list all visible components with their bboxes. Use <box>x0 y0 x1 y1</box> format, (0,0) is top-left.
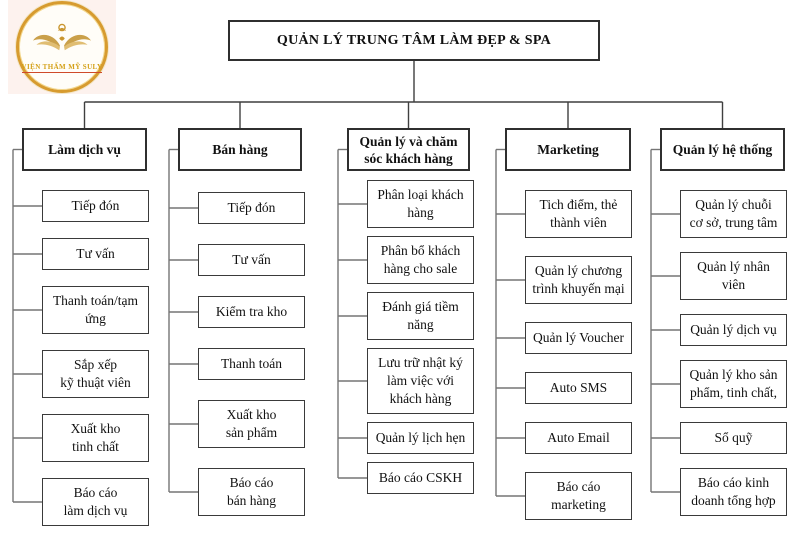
column-header: Marketing <box>505 128 631 171</box>
column-header-label: Quản lý và chăm sóc khách hàng <box>359 133 458 166</box>
child-box: Báo cáo bán hàng <box>198 468 305 516</box>
child-box: Auto Email <box>525 422 632 454</box>
child-box: Báo cáo làm dịch vụ <box>42 478 149 526</box>
child-label: Xuất kho sản phẩm <box>225 407 278 440</box>
child-label: Quản lý dịch vụ <box>690 322 777 337</box>
child-box: Auto SMS <box>525 372 632 404</box>
wings-crown-icon <box>33 23 91 50</box>
child-label: Auto SMS <box>549 380 608 395</box>
child-box: Quản lý Voucher <box>525 322 632 354</box>
child-box: Quản lý chuỗi cơ sở, trung tâm <box>680 190 787 238</box>
child-box: Lưu trữ nhật ký làm việc với khách hàng <box>367 348 474 414</box>
column-header: Làm dịch vụ <box>22 128 147 171</box>
column-header-label: Làm dịch vụ <box>48 142 121 157</box>
child-label: Quản lý lịch hẹn <box>375 430 466 445</box>
column-children: Tiếp đón Tư vấn Kiểm tra kho Thanh toán … <box>198 192 305 516</box>
column-header: Quản lý hệ thống <box>660 128 785 171</box>
column-header: Quản lý và chăm sóc khách hàng <box>347 128 470 171</box>
logo-circle: VIỆN THẨM MỸ SULY <box>16 1 108 93</box>
org-column: Quản lý và chăm sóc khách hàng Phân loại… <box>347 128 474 494</box>
org-column: Quản lý hệ thống Quản lý chuỗi cơ sở, tr… <box>660 128 787 516</box>
org-column: Bán hàng Tiếp đón Tư vấn Kiểm tra kho Th… <box>178 128 305 516</box>
column-children: Tich điểm, thẻ thành viên Quản lý chương… <box>525 190 632 520</box>
child-box: Báo cáo kinh doanh tổng hợp <box>680 468 787 516</box>
child-box: Quản lý nhân viên <box>680 252 787 300</box>
child-box: Quản lý lịch hẹn <box>367 422 474 454</box>
org-column: Làm dịch vụ Tiếp đón Tư vấn Thanh toán/t… <box>22 128 149 526</box>
child-label: Sổ quỹ <box>714 430 753 445</box>
child-label: Báo cáo làm dịch vụ <box>63 485 128 518</box>
child-label: Phân bổ khách hàng cho sale <box>380 243 461 276</box>
child-box: Tich điểm, thẻ thành viên <box>525 190 632 238</box>
child-label: Tư vấn <box>76 246 115 261</box>
child-label: Tiếp đón <box>227 200 276 215</box>
column-children: Tiếp đón Tư vấn Thanh toán/tạm ứng Sắp x… <box>42 190 149 526</box>
child-box: Báo cáo marketing <box>525 472 632 520</box>
child-box: Xuất kho sản phẩm <box>198 400 305 448</box>
child-label: Báo cáo kinh doanh tổng hợp <box>691 475 776 508</box>
child-label: Quản lý chương trình khuyến mại <box>532 263 625 296</box>
child-label: Báo cáo CSKH <box>378 470 463 485</box>
column-header-label: Marketing <box>537 142 599 157</box>
child-box: Tiếp đón <box>198 192 305 224</box>
logo-name: VIỆN THẨM MỸ SULY <box>21 62 103 73</box>
child-label: Sắp xếp kỹ thuật viên <box>60 357 131 390</box>
child-label: Tư vấn <box>232 252 271 267</box>
column-children: Phân loại khách hàng Phân bổ khách hàng … <box>367 180 474 494</box>
child-label: Tich điểm, thẻ thành viên <box>539 197 618 230</box>
child-box: Sổ quỹ <box>680 422 787 454</box>
child-box: Quản lý chương trình khuyến mại <box>525 256 632 304</box>
child-label: Tiếp đón <box>71 198 120 213</box>
child-label: Thanh toán <box>220 356 283 371</box>
child-label: Báo cáo marketing <box>551 479 606 512</box>
org-column: Marketing Tich điểm, thẻ thành viên Quản… <box>505 128 632 520</box>
child-box: Phân loại khách hàng <box>367 180 474 228</box>
root-title: QUẢN LÝ TRUNG TÂM LÀM ĐẸP & SPA <box>276 32 552 48</box>
child-label: Quản lý nhân viên <box>697 259 770 292</box>
child-box: Phân bổ khách hàng cho sale <box>367 236 474 284</box>
child-label: Phân loại khách hàng <box>377 187 464 220</box>
child-label: Auto Email <box>547 430 610 445</box>
column-children: Quản lý chuỗi cơ sở, trung tâm Quản lý n… <box>680 190 787 516</box>
child-box: Quản lý kho sản phẩm, tinh chất, <box>680 360 787 408</box>
child-label: Xuất kho tinh chất <box>70 421 121 454</box>
child-box: Đánh giá tiềm năng <box>367 292 474 340</box>
child-label: Kiểm tra kho <box>215 304 288 319</box>
child-box: Sắp xếp kỹ thuật viên <box>42 350 149 398</box>
child-box: Báo cáo CSKH <box>367 462 474 494</box>
child-label: Lưu trữ nhật ký làm việc với khách hàng <box>378 355 463 406</box>
child-box: Thanh toán/tạm ứng <box>42 286 149 334</box>
child-box: Quản lý dịch vụ <box>680 314 787 346</box>
column-header: Bán hàng <box>178 128 302 171</box>
child-label: Quản lý Voucher <box>533 330 624 345</box>
child-label: Báo cáo bán hàng <box>226 475 277 508</box>
child-box: Kiểm tra kho <box>198 296 305 328</box>
child-label: Quản lý kho sản phẩm, tinh chất, <box>689 367 778 400</box>
column-header-label: Bán hàng <box>212 142 268 157</box>
child-box: Xuất kho tinh chất <box>42 414 149 462</box>
child-box: Tiếp đón <box>42 190 149 222</box>
column-header-label: Quản lý hệ thống <box>672 142 773 157</box>
logo: VIỆN THẨM MỸ SULY <box>8 0 116 94</box>
child-label: Đánh giá tiềm năng <box>382 299 459 332</box>
child-label: Quản lý chuỗi cơ sở, trung tâm <box>689 197 778 230</box>
child-box: Tư vấn <box>42 238 149 270</box>
child-box: Thanh toán <box>198 348 305 380</box>
child-label: Thanh toán/tạm ứng <box>52 293 139 326</box>
root-title-box: QUẢN LÝ TRUNG TÂM LÀM ĐẸP & SPA <box>228 20 600 61</box>
child-box: Tư vấn <box>198 244 305 276</box>
